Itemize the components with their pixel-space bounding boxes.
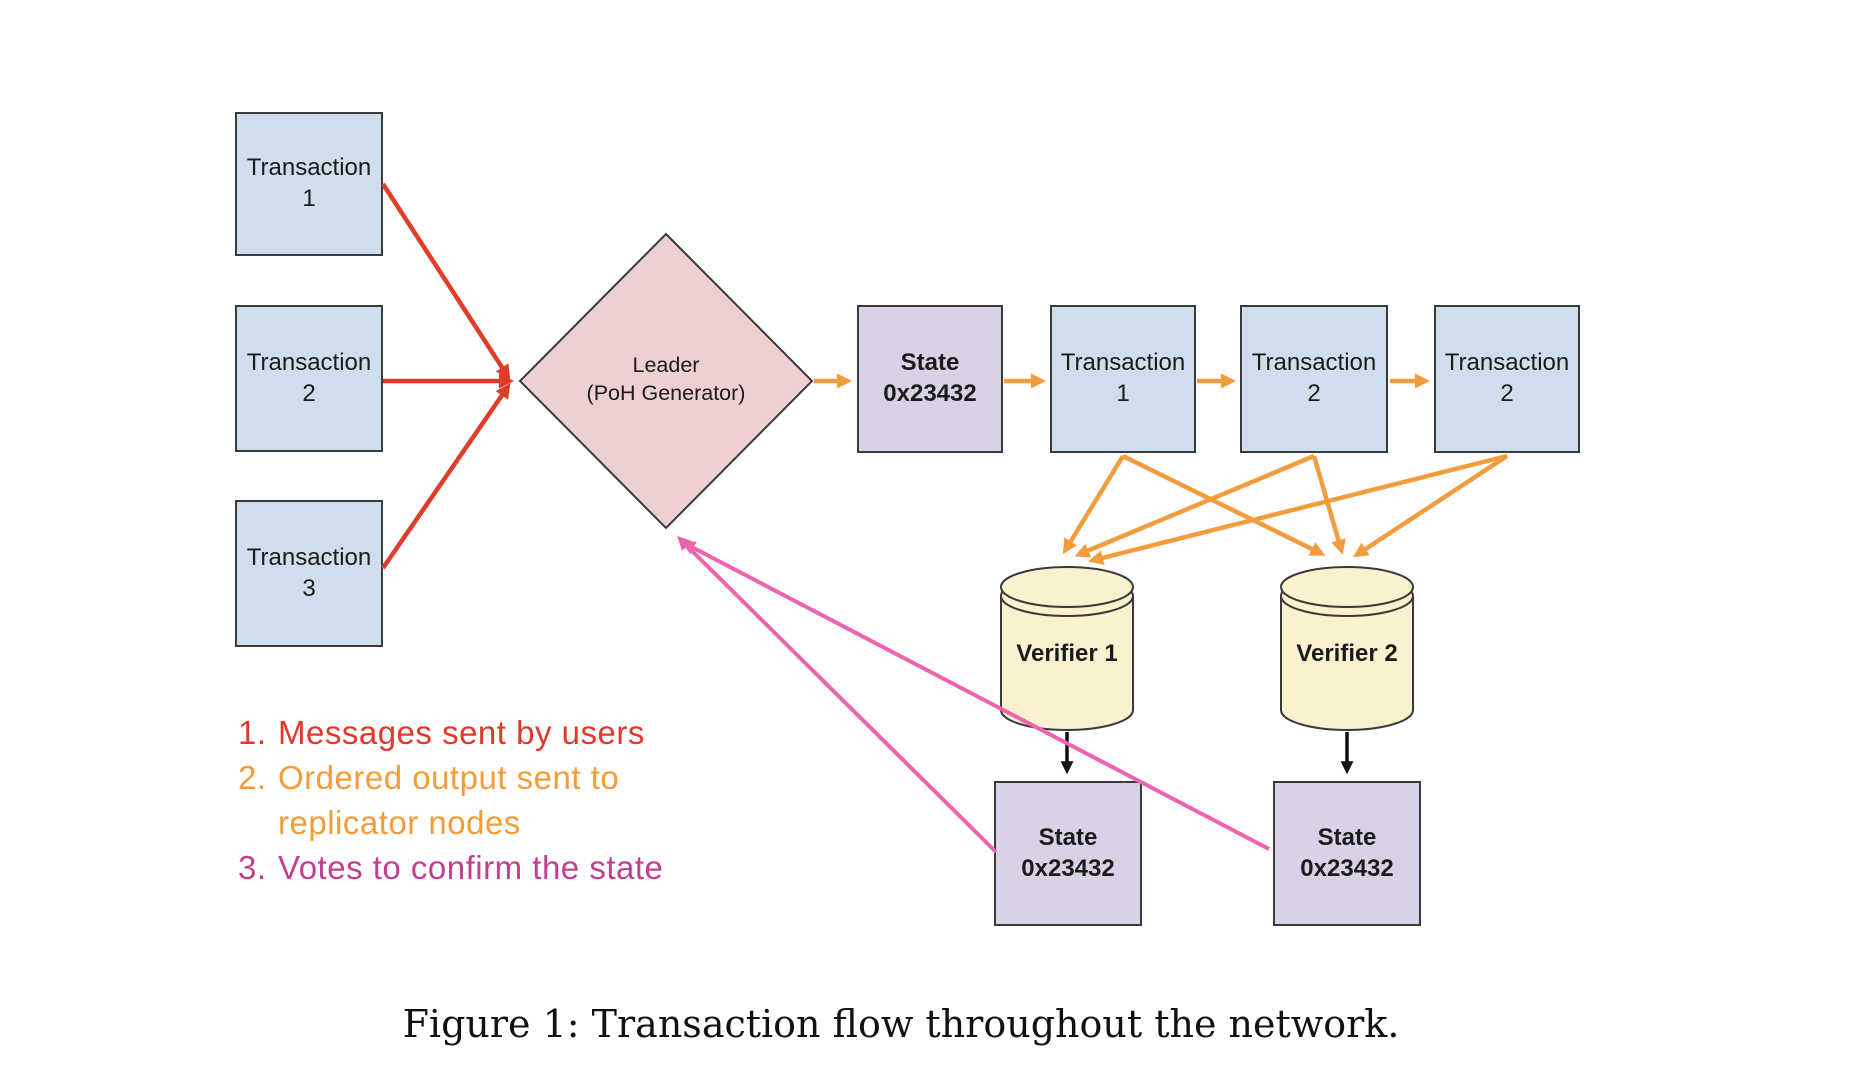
legend-item-votes: 3. Votes to confirm the state	[238, 845, 678, 890]
generated-state-box: State 0x23432	[857, 305, 1003, 453]
ordered-transaction-1-box: Transaction 1	[1050, 305, 1196, 453]
legend-text: Messages sent by users	[278, 714, 645, 751]
ordered-transaction-2b-box: Transaction 2	[1434, 305, 1580, 453]
transaction-1-box: Transaction 1	[235, 112, 383, 256]
legend-text: Votes to confirm the state	[278, 849, 664, 886]
legend-text: Ordered output sent to replicator nodes	[278, 759, 620, 841]
figure-caption: Figure 1: Transaction flow throughout th…	[402, 1002, 1400, 1046]
legend-number: 3.	[238, 849, 267, 886]
legend-number: 1.	[238, 714, 267, 751]
transaction-3-box: Transaction 3	[235, 500, 383, 647]
legend: 1. Messages sent by users 2. Ordered out…	[238, 710, 678, 890]
legend-item-messages: 1. Messages sent by users	[238, 710, 678, 755]
verifier-2-state-box: State 0x23432	[1273, 781, 1421, 926]
legend-item-ordered-output: 2. Ordered output sent to replicator nod…	[238, 755, 678, 845]
legend-number: 2.	[238, 759, 267, 796]
transaction-2-box: Transaction 2	[235, 305, 383, 452]
ordered-transaction-2-box: Transaction 2	[1240, 305, 1388, 453]
verifier-1-state-box: State 0x23432	[994, 781, 1142, 926]
